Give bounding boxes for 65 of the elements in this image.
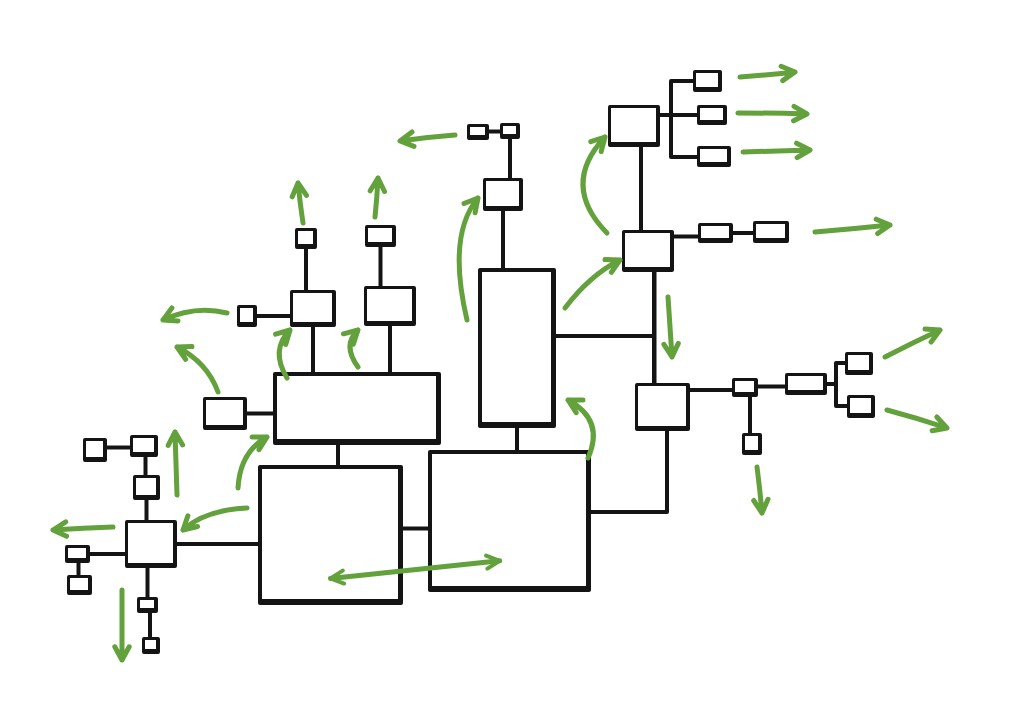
small-box [67,575,92,595]
connector-line [508,139,512,178]
small-box [845,352,873,375]
connector-line [758,384,785,389]
small-box [697,105,727,125]
small-box [125,520,177,568]
small-box [753,221,789,243]
small-box [83,438,107,462]
connector-line [554,270,657,385]
double-arrow [328,553,503,586]
connector-line [674,234,698,239]
small-box [622,230,674,272]
connector-line [748,397,752,433]
connector-line [658,79,699,159]
small-box [65,545,90,563]
connector-line [690,388,732,392]
small-box [130,435,158,457]
small-box [500,123,520,139]
small-box [785,373,827,395]
connector-line [825,361,849,408]
small-box [483,178,523,211]
connector-line [177,542,258,546]
small-box [693,70,722,92]
connector-line [378,247,383,286]
connector-line [143,457,148,475]
small-box [467,124,489,140]
connector-line [247,411,273,416]
small-box [697,146,731,167]
connector-line [515,428,519,450]
connector-line [145,568,150,597]
connector-line [311,327,315,372]
connector-line [403,526,428,531]
connector-line [489,129,500,134]
connector-line [144,500,149,520]
connector-line [388,326,392,372]
connector-line [304,249,308,290]
small-box [635,383,690,431]
connector-line [257,314,290,318]
connector-line [639,147,643,230]
connector-line [76,563,81,575]
connector-line [90,552,125,556]
small-box [365,225,396,247]
small-box [847,395,875,418]
large-box [478,268,556,428]
small-box [364,286,416,326]
small-box [742,433,762,455]
small-box [137,597,158,613]
small-box [290,290,336,327]
small-box [203,397,247,430]
large-box [258,465,403,605]
connector-line [501,211,505,268]
small-box [133,475,160,500]
connector-line [733,231,753,235]
connector-line [336,445,340,465]
small-box [295,228,317,249]
small-box [142,637,160,654]
connector-line [148,613,152,637]
small-box [732,378,758,397]
connector-line [107,445,130,450]
small-box [237,305,257,327]
small-box [608,105,660,147]
small-box [698,223,733,243]
large-box [428,450,591,592]
connector-line [591,431,669,514]
large-box [273,372,441,445]
